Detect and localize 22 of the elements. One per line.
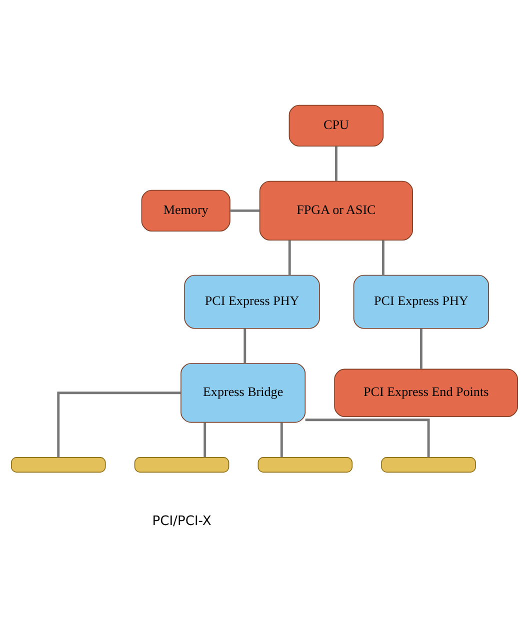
connector <box>382 240 384 275</box>
node-bar <box>381 456 476 472</box>
node-box: PCI Express End Points <box>334 368 518 417</box>
connector <box>305 418 430 457</box>
connector <box>57 391 181 457</box>
connector <box>244 328 246 363</box>
node-box: PCI Express PHY <box>184 274 320 328</box>
connector <box>288 240 291 275</box>
connector <box>334 146 338 180</box>
node-bar <box>10 456 106 472</box>
node-box: Memory <box>141 189 230 232</box>
node-box: Express Bridge <box>180 362 306 422</box>
node-bar <box>134 456 230 472</box>
connector <box>420 328 422 368</box>
node-box: CPU <box>288 104 384 146</box>
node-box: PCI Express PHY <box>353 274 490 328</box>
connector <box>204 422 206 457</box>
label: PCI/PCI-X <box>152 514 212 529</box>
connector <box>230 208 260 212</box>
node-box: FPGA or ASIC <box>259 180 414 240</box>
node-bar <box>258 456 353 472</box>
connector <box>280 422 283 457</box>
